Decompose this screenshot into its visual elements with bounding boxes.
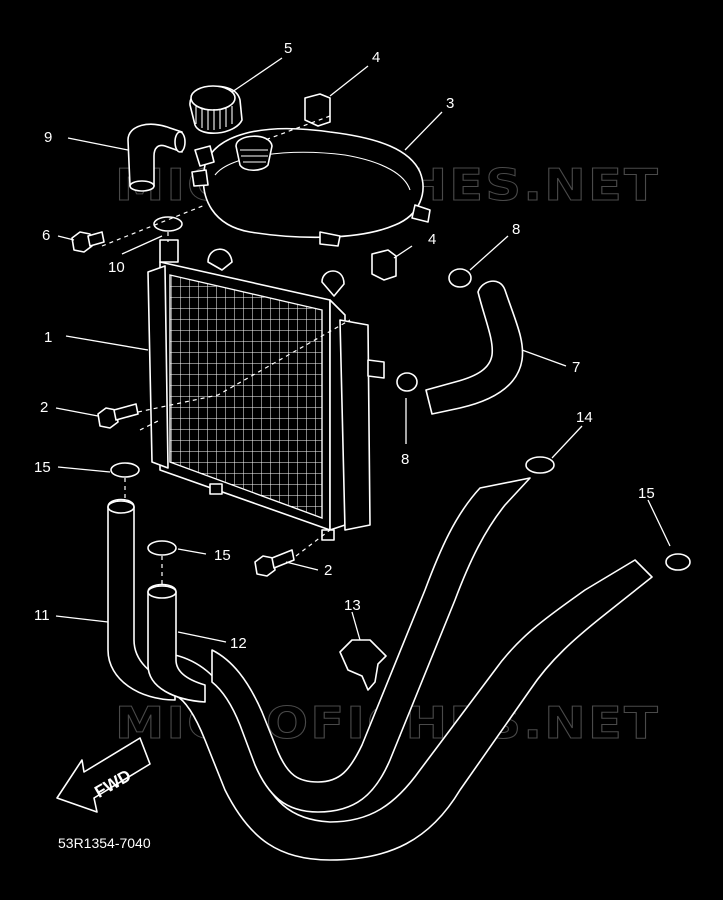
callout-2-upper: 2 (40, 399, 48, 416)
clamp-8-upper (448, 268, 472, 288)
callout-8-lower: 8 (401, 451, 409, 468)
callout-14: 14 (576, 409, 593, 426)
callout-1: 1 (44, 329, 52, 346)
callout-3: 3 (446, 95, 454, 112)
leader-lines (55, 57, 671, 643)
callout-6: 6 (42, 227, 50, 244)
callout-12: 12 (230, 635, 247, 652)
clamp-8-lower (396, 372, 418, 392)
clip-4-upper (304, 93, 331, 127)
hose-12 (147, 583, 206, 703)
callout-4-upper: 4 (372, 49, 380, 66)
callout-11: 11 (34, 607, 50, 624)
bolt-2-lower (254, 549, 295, 577)
callout-15-middle: 15 (214, 547, 231, 564)
callout-5: 5 (284, 40, 292, 57)
bolt-2-upper (97, 403, 139, 429)
clip-4-lower (371, 249, 397, 281)
filler-neck (235, 135, 273, 172)
callout-9: 9 (44, 129, 52, 146)
fwd-arrow-icon: FWD (56, 737, 151, 813)
callout-4-lower: 4 (428, 231, 436, 248)
clamp-15-b (147, 540, 177, 556)
callout-15-left: 15 (34, 459, 51, 476)
clamp-10 (153, 216, 183, 232)
reservoir-tank (191, 127, 431, 247)
clamp-14 (525, 456, 555, 474)
clamp-15-a (110, 462, 140, 478)
callout-15-right: 15 (638, 485, 655, 502)
radiator-cap (189, 85, 243, 135)
callout-7: 7 (572, 359, 580, 376)
radiator (147, 248, 385, 541)
bracket-13 (339, 639, 387, 691)
hose-9 (127, 123, 183, 187)
bolt-6 (71, 231, 105, 253)
callout-10: 10 (108, 259, 125, 276)
diagram-code: 53R1354-7040 (58, 835, 151, 851)
callout-2-lower: 2 (324, 562, 332, 579)
callout-8-upper: 8 (512, 221, 520, 238)
lower-hose-assembly (174, 477, 653, 861)
hose-7 (425, 280, 524, 415)
clamp-15-c (665, 553, 691, 571)
callout-13: 13 (344, 597, 361, 614)
